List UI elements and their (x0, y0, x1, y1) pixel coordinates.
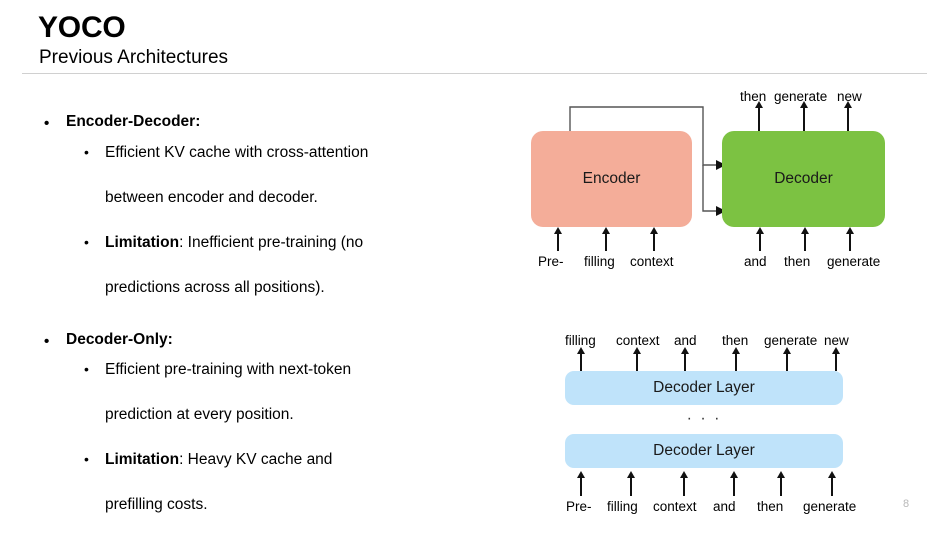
decoder-only-output-label: generate (764, 333, 818, 348)
encoder-decoder-diagram: Encoder Decoder then generate new Pre- f… (520, 85, 930, 275)
input-arrow-icon (777, 471, 784, 496)
header-divider (22, 73, 927, 74)
input-arrow-icon (650, 227, 658, 251)
bullet-marker-icon: • (84, 233, 89, 250)
decoder-only-input-label: then (757, 499, 784, 514)
input-arrow-icon (577, 471, 584, 496)
input-arrow-icon (554, 227, 562, 251)
output-arrow-icon (800, 101, 808, 131)
output-arrow-icon (783, 347, 790, 371)
input-arrow-icon (801, 227, 809, 251)
bullet-level2-line2: predictions across all positions). (105, 278, 325, 296)
decoder-input-label: then (784, 254, 811, 269)
bullet-level2-line1: : Inefficient pre-training (no (179, 233, 364, 251)
decoder-input-label: generate (827, 254, 881, 269)
decoder-box: Decoder (722, 131, 885, 227)
encoder-box: Encoder (531, 131, 692, 227)
bullet-level2-item: • Limitation: Heavy KV cache and prefill… (36, 437, 486, 527)
bullet-marker-icon: • (84, 143, 89, 160)
input-arrow-icon (756, 227, 764, 251)
bullet-level1-label: Decoder-Only: (66, 330, 173, 348)
output-arrow-icon (732, 347, 739, 371)
input-arrow-icon (680, 471, 687, 496)
bullet-marker-icon: • (44, 115, 50, 133)
decoder-output-label: generate (774, 89, 828, 104)
output-arrow-icon (844, 101, 852, 131)
input-arrow-icon (730, 471, 737, 496)
layer-ellipsis: · · · (686, 410, 722, 427)
encoder-input-label: filling (584, 254, 615, 269)
decoder-input-label: and (744, 254, 767, 269)
decoder-only-input-label: and (713, 499, 736, 514)
decoder-only-input-label: Pre- (566, 499, 592, 514)
input-arrow-icon (627, 471, 634, 496)
decoder-box-label: Decoder (774, 170, 833, 187)
bullet-level2-lead: Limitation (105, 451, 180, 468)
page-title: YOCO (38, 11, 126, 44)
input-arrow-icon (828, 471, 835, 496)
decoder-only-diagram: filling context and then generate new De… (550, 328, 910, 523)
input-arrow-icon (846, 227, 854, 251)
output-arrow-icon (633, 347, 640, 371)
bullet-list: • Encoder-Decoder: • Efficient KV cache … (36, 110, 486, 527)
decoder-output-label: then (740, 89, 767, 104)
decoder-only-input-label: filling (607, 499, 638, 514)
bullet-level2-line2: prefilling costs. (105, 496, 208, 513)
bullet-level2-line2: between encoder and decoder. (105, 188, 318, 206)
bullet-level2-item: • Efficient pre-training with next-token… (36, 347, 486, 437)
bullet-level2-item: • Efficient KV cache with cross-attentio… (36, 130, 486, 220)
page-subtitle: Previous Architectures (39, 47, 229, 68)
decoder-only-input-label: generate (803, 499, 857, 514)
bullet-level2-line1: Efficient KV cache with cross-attention (105, 143, 369, 161)
bullet-marker-icon: • (44, 332, 50, 350)
decoder-only-input-label: context (653, 499, 697, 514)
bullet-level2-line1: : Heavy KV cache and (179, 451, 333, 468)
output-arrow-icon (832, 347, 839, 371)
decoder-layer-label: Decoder Layer (653, 379, 755, 396)
bullet-level2-item: • Limitation: Inefficient pre-training (… (36, 220, 486, 310)
bullet-level2-lead: Limitation (105, 233, 180, 251)
bullet-level2-line1: Efficient pre-training with next-token (105, 361, 352, 378)
decoder-only-output-label: filling (565, 333, 596, 348)
output-arrow-icon (577, 347, 584, 371)
encoder-input-label: context (630, 254, 674, 269)
input-arrow-icon (602, 227, 610, 251)
output-arrow-icon (681, 347, 688, 371)
output-arrow-icon (755, 101, 763, 131)
decoder-only-output-label: context (616, 333, 660, 348)
encoder-box-label: Encoder (582, 170, 641, 187)
bullet-level1-encoder-decoder: • Encoder-Decoder: (36, 113, 486, 133)
encoder-input-label: Pre- (538, 254, 564, 269)
bullet-level1-decoder-only: • Decoder-Only: (36, 330, 486, 350)
bullet-marker-icon: • (84, 451, 89, 467)
bullet-marker-icon: • (84, 361, 89, 377)
decoder-only-output-label: then (722, 333, 749, 348)
bullet-level1-label: Encoder-Decoder: (66, 113, 201, 130)
bullet-level2-line2: prediction at every position. (105, 406, 294, 423)
decoder-layer-box-bottom: Decoder Layer (565, 434, 843, 468)
decoder-only-output-label: and (674, 333, 697, 348)
page-number: 8 (903, 498, 910, 510)
decoder-only-output-label: new (824, 333, 849, 348)
decoder-output-label: new (837, 89, 862, 104)
decoder-layer-box-top: Decoder Layer (565, 371, 843, 405)
decoder-layer-label: Decoder Layer (653, 442, 755, 459)
